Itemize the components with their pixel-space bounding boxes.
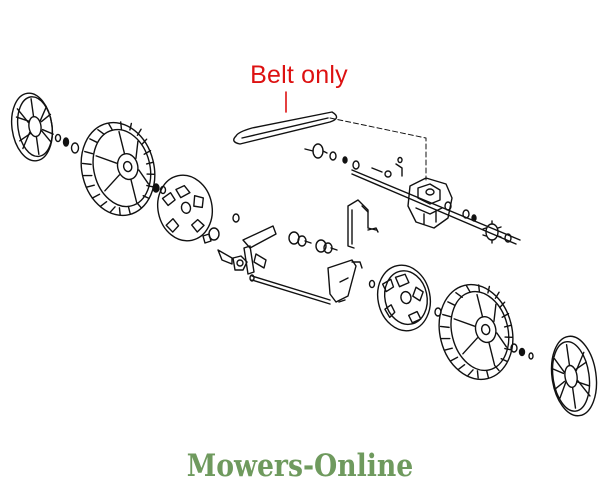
pinion-gear-right bbox=[462, 209, 512, 244]
wheel-hub-right-front bbox=[376, 264, 432, 332]
height-adjust-bracket bbox=[327, 259, 363, 303]
belt-leader-dashed bbox=[329, 117, 427, 181]
drive-belt bbox=[233, 111, 338, 145]
drive-axle bbox=[351, 169, 521, 245]
hubcap-left-rear bbox=[10, 92, 54, 162]
left-bushings bbox=[202, 213, 240, 244]
wheel-right-front bbox=[438, 283, 514, 381]
hubcap-right-front bbox=[550, 335, 598, 417]
axle-small-parts bbox=[304, 143, 403, 178]
pinion-gear-left bbox=[444, 201, 452, 211]
wheel-left-rear bbox=[80, 121, 156, 217]
rear-axle-rod bbox=[249, 274, 331, 305]
center-bushings bbox=[288, 231, 338, 254]
gearbox bbox=[407, 177, 453, 229]
hubcap-washers bbox=[54, 133, 80, 154]
belt-only-callout: Belt only bbox=[250, 61, 348, 89]
right-washers bbox=[510, 343, 534, 360]
height-adjust-lever bbox=[217, 225, 277, 275]
wire-bracket bbox=[347, 199, 379, 249]
brand-watermark: Mowers-Online bbox=[186, 448, 414, 484]
